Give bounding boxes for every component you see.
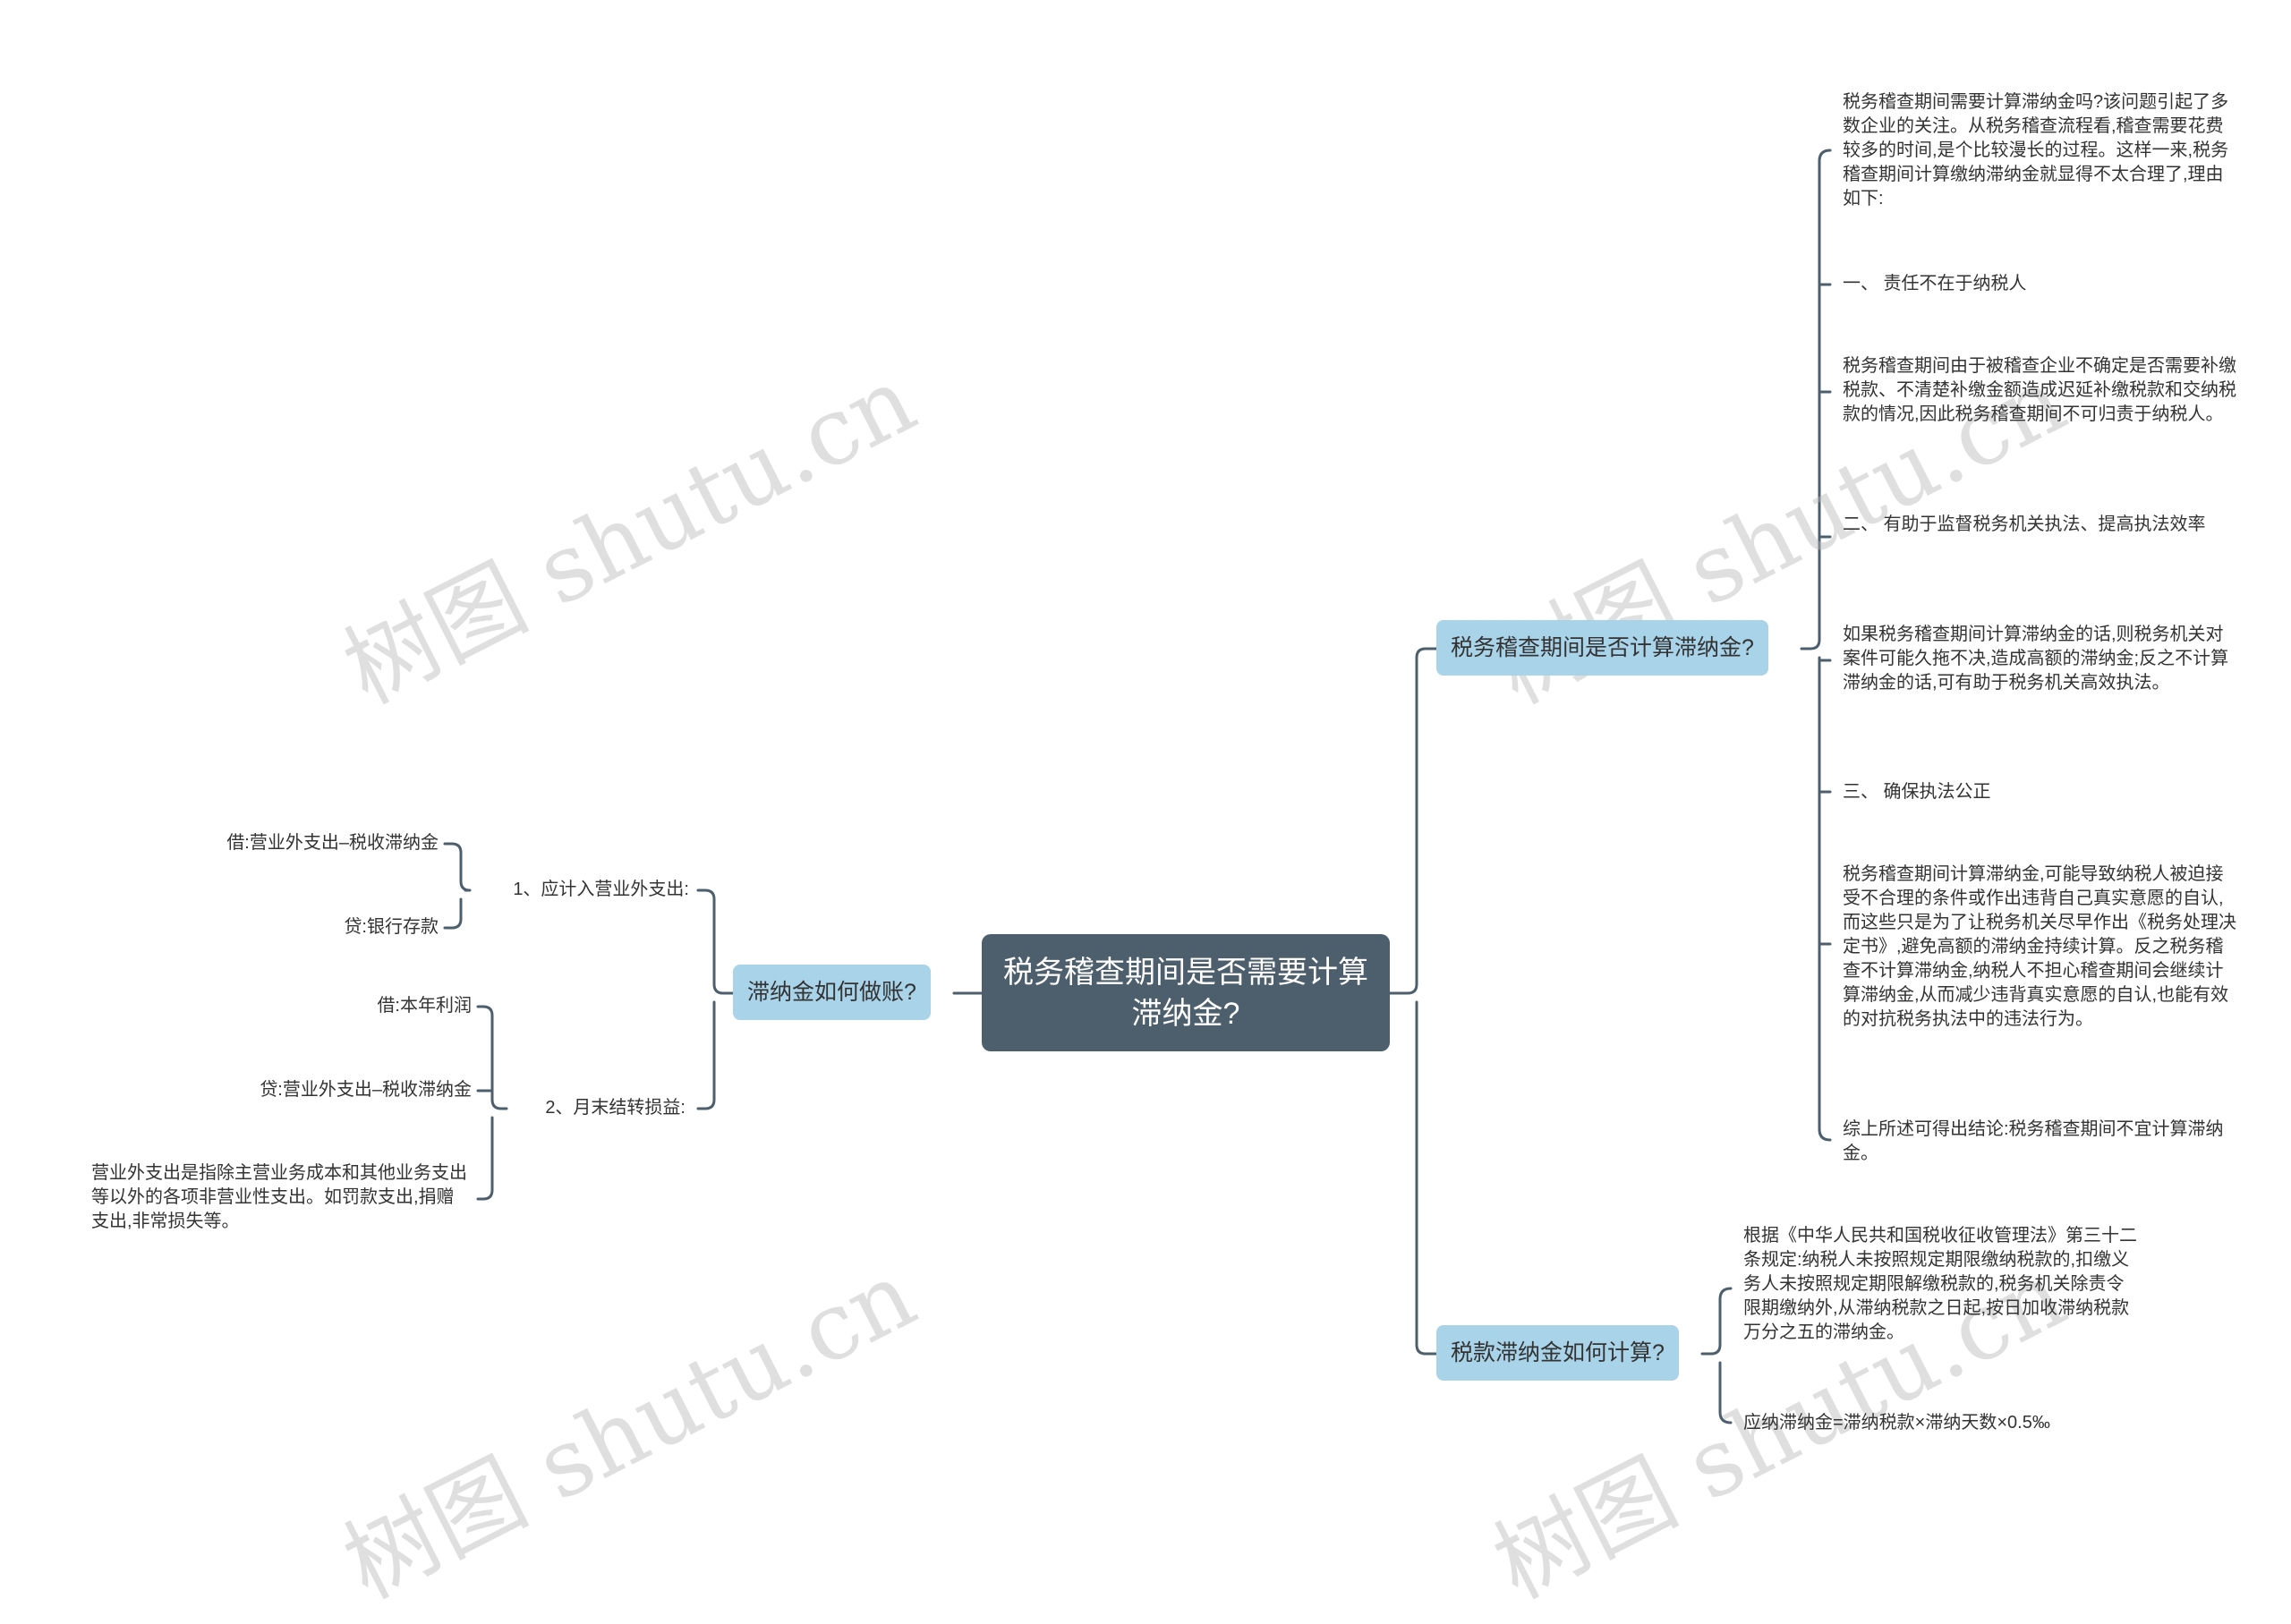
branch-calc[interactable]: 税款滞纳金如何计算? [1436, 1325, 1679, 1381]
audit-leaf-point-2: 二、 有助于监督税务机关执法、提高执法效率 [1843, 514, 2206, 534]
branch-account[interactable]: 滞纳金如何做账? [733, 965, 931, 1020]
sub1-leaf-credit: 贷:银行存款 [344, 917, 439, 937]
audit-leaf-reason-1: 税务稽查期间由于被稽查企业不确定是否需要补缴税款、不清楚补缴金额造成迟延补缴税款… [1843, 356, 2236, 424]
branch-account-label: 滞纳金如何做账? [747, 980, 916, 1005]
audit-leaf-conclusion: 综上所述可得出结论:税务稽查期间不宜计算滞纳金。 [1843, 1119, 2224, 1163]
audit-leaf-point-1: 一、 责任不在于纳税人 [1843, 274, 2027, 293]
branch-audit[interactable]: 税务稽查期间是否计算滞纳金? [1436, 620, 1768, 676]
connector-root-to-calc [1415, 1000, 1438, 1356]
audit-leaf-reason-2: 如果税务稽查期间计算滞纳金的话,则税务机关对案件可能久拖不决,造成高额的滞纳金;… [1843, 625, 2229, 693]
root-topic[interactable]: 税务稽查期间是否需要计算滞纳金? [982, 934, 1390, 1051]
branch-audit-label: 税务稽查期间是否计算滞纳金? [1451, 635, 1754, 660]
sub2-leaf-debit: 借:本年利润 [377, 996, 472, 1016]
connector-calc-bracket-low [1718, 1361, 1733, 1424]
connector-sub2-bracket [476, 1005, 508, 1110]
audit-leaf-intro: 税务稽查期间需要计算滞纳金吗?该问题引起了多数企业的关注。从税务稽查流程看,稽查… [1843, 92, 2229, 208]
connector-sub1-bracket-low [443, 897, 463, 930]
sub2-leaf-credit: 贷:营业外支出–税收滞纳金 [260, 1080, 472, 1100]
calc-leaf-formula: 应纳滞纳金=滞纳税款×滞纳天数×0.5‰ [1743, 1413, 2050, 1433]
connector-audit-bracket-low [1818, 656, 1832, 1142]
audit-leaf-point-3: 三、 确保执法公正 [1843, 782, 1991, 802]
branch-calc-label: 税款滞纳金如何计算? [1451, 1340, 1665, 1365]
sub2-leaf-note: 营业外支出是指除主营业务成本和其他业务支出等以外的各项非营业性支出。如罚款支出,… [91, 1163, 467, 1231]
audit-leaf-reason-3: 税务稽查期间计算滞纳金,可能导致纳税人被迫接受不合理的条件或作出违背自己真实意愿… [1843, 864, 2236, 1029]
calc-leaf-law: 根据《中华人民共和国税收征收管理法》第三十二条规定:纳税人未按照规定期限缴纳税款… [1743, 1226, 2137, 1342]
connector-account-bracket [696, 889, 735, 995]
root-topic-label: 税务稽查期间是否需要计算滞纳金? [1003, 955, 1368, 1031]
connector-sub1-bracket [443, 842, 472, 892]
sub1-leaf-debit: 借:营业外支出–税收滞纳金 [226, 833, 439, 853]
connector-sub2-bracket-low [476, 1116, 494, 1201]
account-sub1[interactable]: 1、应计入营业外支出: [513, 880, 689, 899]
connector-calc-bracket [1700, 1287, 1733, 1356]
connector-root-right [1388, 647, 1438, 995]
connector-account-bracket-low [696, 1000, 716, 1110]
connector-lines [443, 149, 1832, 1424]
connector-audit-bracket [1800, 149, 1832, 650]
account-sub2[interactable]: 2、月末结转损益: [545, 1098, 686, 1118]
